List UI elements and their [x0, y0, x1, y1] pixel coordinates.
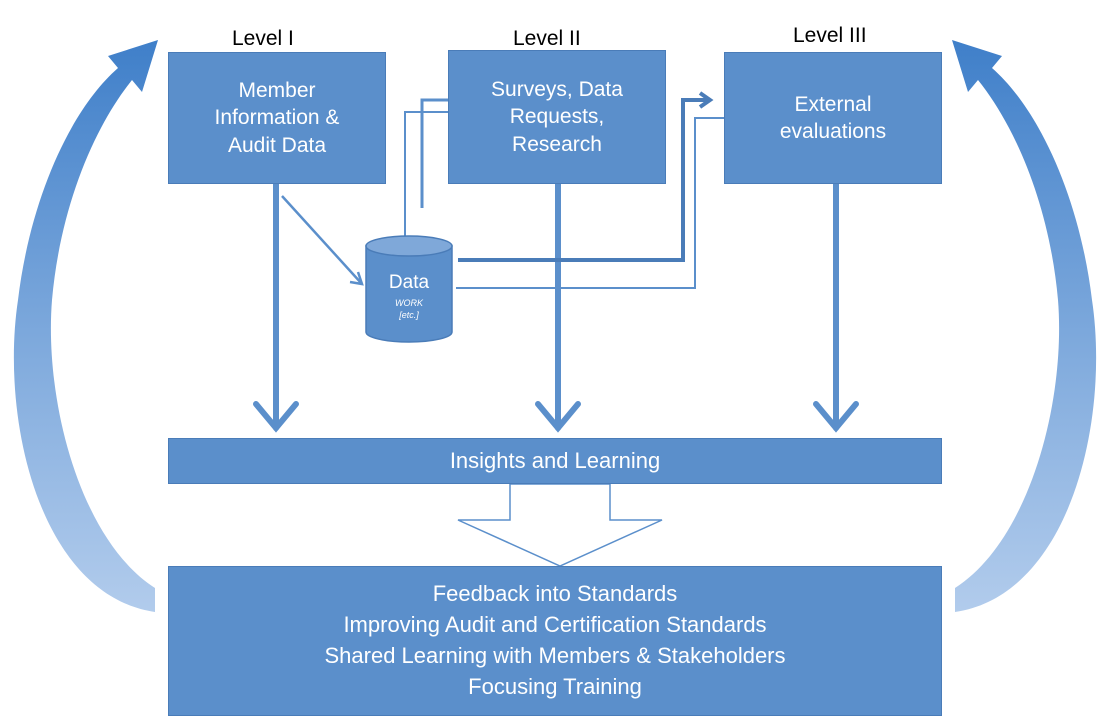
level2-down-arrow: [535, 181, 581, 433]
left-feedback-curve-arrow: [13, 40, 158, 612]
right-feedback-curve-arrow: [952, 40, 1097, 612]
data-to-level3-arrow: [458, 91, 714, 262]
insights-to-feedback-hollow-arrow: [457, 483, 663, 567]
data-store-cylinder: [365, 235, 453, 343]
level2-label: Level II: [513, 27, 581, 50]
feedback-box: Feedback into Standards Improving Audit …: [168, 566, 942, 716]
feedback-line-3: Shared Learning with Members & Stakehold…: [324, 643, 786, 668]
data-store-sub-work: WORK: [395, 298, 423, 308]
level1-label: Level I: [232, 27, 294, 50]
surveys-box: Surveys, Data Requests, Research: [448, 50, 666, 184]
level3-label: Level III: [793, 24, 867, 47]
data-to-level2-connector-accent: [420, 98, 448, 208]
feedback-line-4: Focusing Training: [468, 673, 642, 699]
level1-to-data-arrow: [281, 195, 364, 286]
insights-bar: Insights and Learning: [168, 438, 942, 484]
level3-down-arrow: [813, 181, 859, 433]
data-store-sub-etc: [etc.]: [399, 310, 419, 320]
feedback-line-2: Improving Audit and Certification Standa…: [343, 612, 767, 638]
level1-down-arrow: [253, 181, 299, 433]
member-info-box: Member Information & Audit Data: [168, 52, 386, 184]
feedback-line-1: Feedback into Standards: [432, 581, 678, 607]
data-store-label: Data: [388, 272, 430, 293]
data-to-level2-connector: [404, 111, 448, 236]
level3-to-data-connector: [456, 117, 724, 289]
external-evaluations-box: External evaluations: [724, 52, 942, 184]
